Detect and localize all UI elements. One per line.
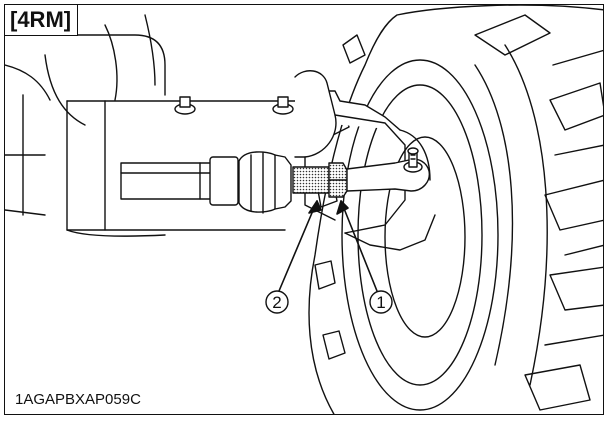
figure-frame: [4RM] bbox=[4, 4, 604, 415]
tie-rod bbox=[120, 147, 430, 214]
callout-1: 1 bbox=[369, 290, 393, 314]
axle-housing bbox=[66, 70, 436, 251]
callout-2: 2 bbox=[265, 290, 289, 314]
tire bbox=[308, 5, 603, 414]
figure-code-label: 1AGAPBXAP059C bbox=[13, 391, 143, 408]
svg-text:1: 1 bbox=[376, 293, 385, 312]
fender-outline bbox=[5, 14, 166, 216]
model-tag-label: [4RM] bbox=[5, 5, 79, 36]
svg-text:2: 2 bbox=[272, 293, 281, 312]
leader-lines bbox=[278, 200, 378, 292]
tie-rod-illustration: 2 1 bbox=[5, 5, 603, 414]
